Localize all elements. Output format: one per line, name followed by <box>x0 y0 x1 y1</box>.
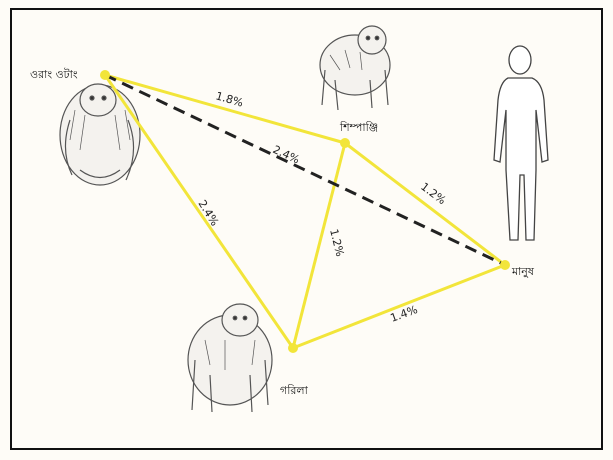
edge-orangutan-human <box>105 75 505 265</box>
edge-label-gorilla-human: 1.4% <box>389 303 420 325</box>
edge-label-orangutan-human: 2.4% <box>271 143 302 167</box>
gorilla-sketch-icon <box>188 304 272 412</box>
label-gorilla: গরিলা <box>280 384 309 397</box>
edge-chimpanzee-human <box>345 143 505 265</box>
edge-gorilla-human <box>293 265 505 348</box>
node-gorilla <box>288 343 298 353</box>
node-orangutan <box>100 70 110 80</box>
node-human <box>500 260 510 270</box>
label-chimpanzee: শিম্পাঞ্জি <box>339 121 378 134</box>
label-orangutan: ওরাং ওটাং <box>30 68 78 81</box>
edge-orangutan-gorilla <box>105 75 293 348</box>
orangutan-sketch-icon <box>60 84 140 185</box>
node-chimpanzee <box>340 138 350 148</box>
label-human: মানুষ <box>511 265 535 278</box>
edge-label-chimpanzee-gorilla: 1.2% <box>327 228 346 258</box>
human-outline-icon <box>494 46 548 240</box>
chimpanzee-sketch-icon <box>320 26 390 110</box>
